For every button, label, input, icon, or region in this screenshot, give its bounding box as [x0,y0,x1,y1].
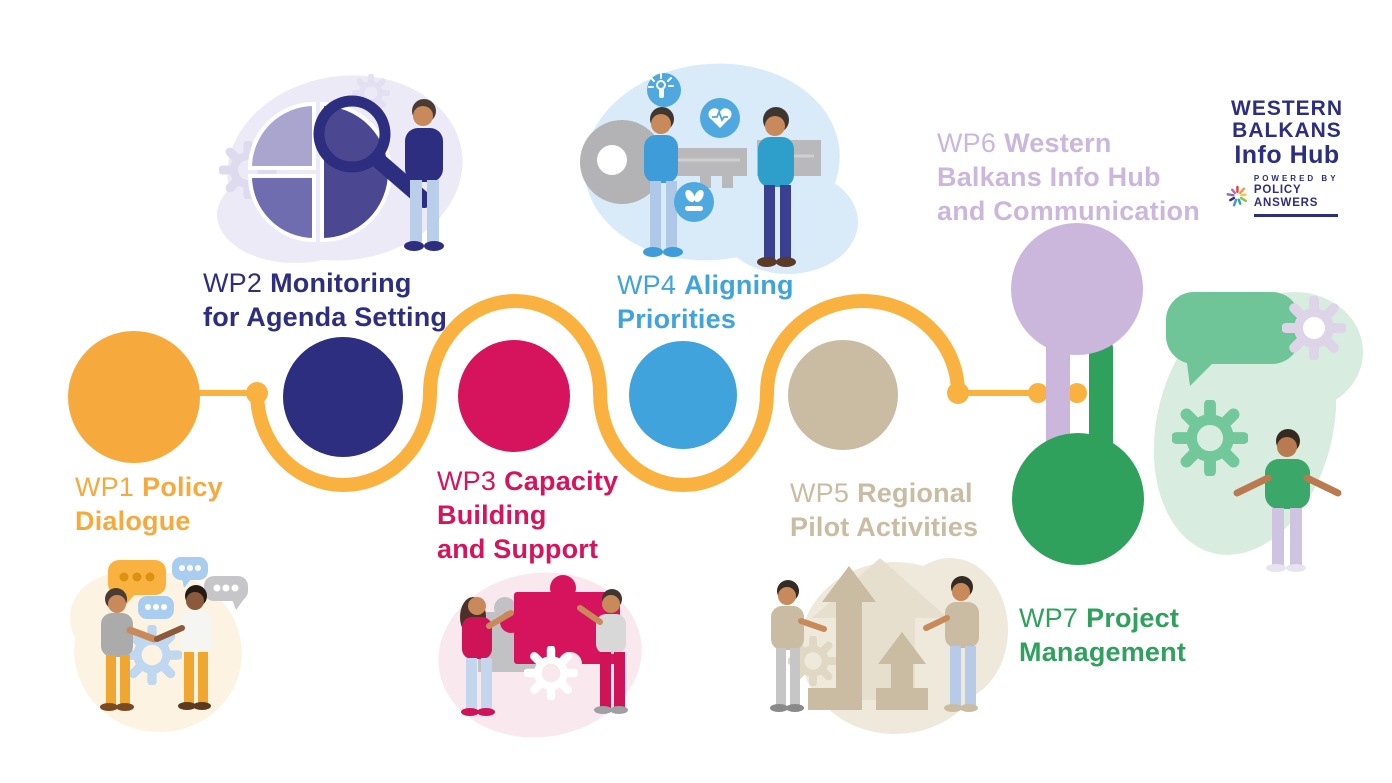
arrow-up-icon [808,566,876,710]
wp4-circle [629,341,737,449]
wp5-circle [788,340,898,450]
powered-by-text: POWERED BY [1253,174,1339,183]
person [404,99,444,251]
speech-bubble-icon [138,596,174,619]
wp3-prefix: WP3 [437,466,497,496]
gear-icon [1177,405,1244,472]
sprout-hand-icon [674,182,714,222]
aligning-illustration [580,63,858,274]
policy-dialogue-illustration [70,557,248,733]
wp4-prefix: WP4 [617,270,677,300]
logo-line3: Info Hub [1234,141,1340,169]
gear-icon [527,649,574,696]
wave-line [250,294,965,492]
speech-bubble-icon [172,557,208,588]
person [154,585,212,710]
speech-bubble-icon [1166,292,1300,386]
monitoring-illustration [217,60,463,263]
gear-icon [1286,300,1342,356]
connector-dot [947,382,969,404]
logo-underline [1253,214,1338,217]
key-icon [580,120,821,204]
person [923,576,979,712]
communication-illustration [1153,292,1363,572]
logo-line2: BALKANS [1232,119,1342,142]
brand-text: POLICY ANSWERS [1253,184,1319,209]
wp3-circle [458,340,570,452]
capacity-illustration [438,572,642,738]
person [1233,429,1342,572]
person [100,588,158,711]
person [643,107,683,257]
wp5-prefix: WP5 [790,478,850,508]
arrow-up-icon [876,632,928,710]
wp2-circle [283,337,403,457]
logo-line1: WESTERN [1231,97,1343,120]
touch-icon [647,73,681,107]
wp7-circle [1012,433,1144,565]
person [577,589,628,714]
wp6-prefix: WP6 [937,128,997,158]
wp1-prefix: WP1 [75,472,135,502]
starburst-icon [1226,185,1248,206]
wp7-prefix: WP7 [1019,603,1079,633]
person [757,107,796,267]
heart-pulse-icon [700,98,740,138]
wp2-prefix: WP2 [203,268,263,298]
speech-bubble-icon [204,576,248,610]
wp1-circle [68,331,200,463]
person [460,597,514,716]
person [770,580,827,712]
pilot-illustration [770,558,1008,734]
connector-dot [1067,383,1087,403]
wp6-circle [1011,223,1143,355]
logo: WESTERN BALKANS Info Hub POWERED BY POLI… [1226,98,1348,217]
connector-dot [1028,383,1048,403]
connector-dot [246,382,268,404]
